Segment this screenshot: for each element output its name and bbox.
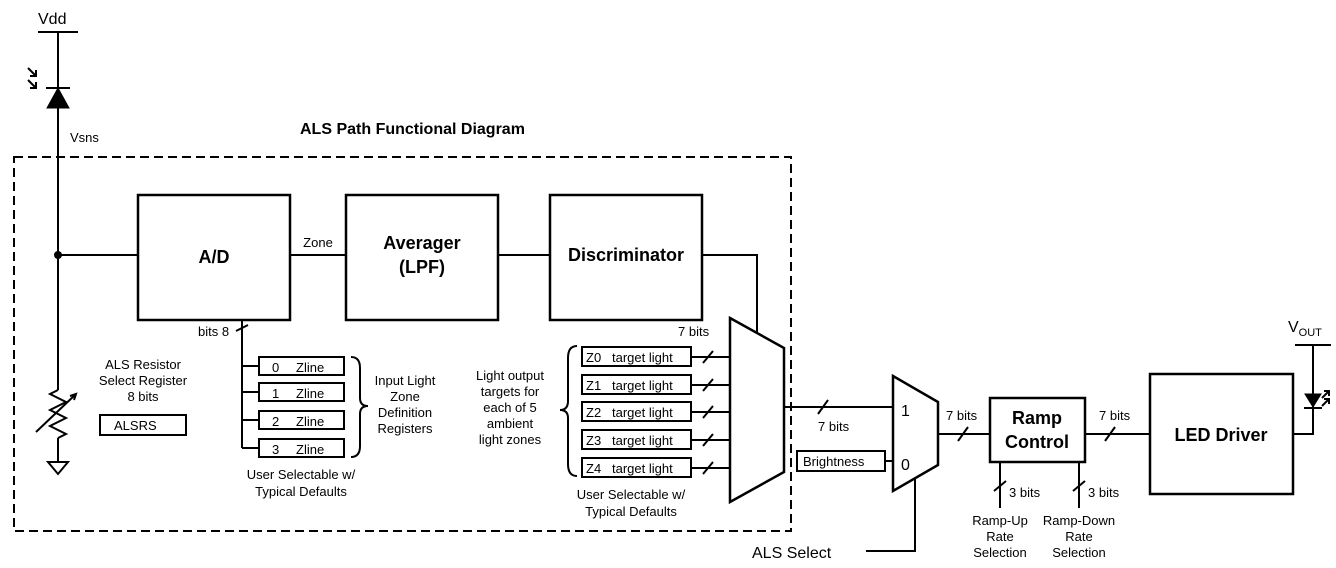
brightness-label: Brightness <box>803 454 865 469</box>
user-selectable-1-line2: Typical Defaults <box>255 484 347 499</box>
ramp-line1: Ramp <box>1012 408 1062 428</box>
ground-icon <box>45 461 71 476</box>
svg-text:Zline: Zline <box>296 414 324 429</box>
svg-text:Zline: Zline <box>296 360 324 375</box>
user-selectable-2-line2: Typical Defaults <box>585 504 677 519</box>
ramp-down-slash <box>1072 480 1086 492</box>
svg-text:Z1: Z1 <box>586 378 601 393</box>
led-driver-label: LED Driver <box>1174 425 1267 445</box>
svg-text:1: 1 <box>272 386 279 401</box>
discriminator-block <box>548 193 704 322</box>
ramp-up-slash <box>993 480 1007 492</box>
averager-line2: (LPF) <box>399 257 445 277</box>
zline-register-2: 2 Zline <box>242 410 345 430</box>
bits7-ramp-in-slash <box>957 426 969 442</box>
zline-register-3: 3 Zline <box>242 438 345 458</box>
target-register-z3: Z3 target light 3 <box>581 429 743 450</box>
vsns-label: Vsns <box>70 130 99 145</box>
discriminator-to-mux-wire <box>702 254 758 336</box>
als-resistor-line2: Select Register <box>99 373 188 388</box>
ramp-up-line2: Rate <box>986 529 1013 544</box>
svg-text:3: 3 <box>272 442 279 457</box>
mux2-input-0: 0 <box>901 457 910 474</box>
led-icon <box>1304 390 1330 409</box>
svg-text:target light: target light <box>612 350 673 365</box>
svg-text:target light: target light <box>612 461 673 476</box>
input-light-line2: Zone <box>390 389 420 404</box>
diagram-title: ALS Path Functional Diagram <box>300 121 525 138</box>
input-light-line4: Registers <box>378 421 433 436</box>
bits7-top-label: 7 bits <box>678 324 710 339</box>
svg-text:2: 2 <box>272 414 279 429</box>
zline-brace <box>350 356 369 458</box>
svg-text:Z0: Z0 <box>586 350 601 365</box>
als-select-label: ALS Select <box>752 545 832 562</box>
ramp-down-line3: Selection <box>1052 545 1105 560</box>
bits8-slash <box>235 324 249 332</box>
ramp-down-line2: Rate <box>1065 529 1092 544</box>
ramp-up-line1: Ramp-Up <box>972 513 1028 528</box>
averager-line1: Averager <box>383 233 460 253</box>
svg-text:0: 0 <box>272 360 279 375</box>
target-register-z1: Z1 target light 1 <box>581 374 743 395</box>
zline-register-0: 0 Zline <box>242 356 345 376</box>
user-selectable-1-line1: User Selectable w/ <box>247 467 356 482</box>
alsrs-label: ALSRS <box>114 418 157 433</box>
bits3-a-label: 3 bits <box>1009 485 1041 500</box>
input-light-line3: Definition <box>378 405 432 420</box>
vdd-label: Vdd <box>38 11 66 28</box>
bits7-ramp-out-slash <box>1104 426 1116 442</box>
ad-block <box>136 193 292 322</box>
user-selectable-2-line1: User Selectable w/ <box>577 487 686 502</box>
bits7-mux-slash <box>817 399 829 415</box>
averager-block <box>344 193 500 322</box>
target-register-z0: Z0 target light 0 <box>581 346 743 367</box>
svg-text:Zline: Zline <box>296 386 324 401</box>
discriminator-label: Discriminator <box>568 245 684 265</box>
bits3-b-label: 3 bits <box>1088 485 1120 500</box>
zline-register-1: 1 Zline <box>242 382 345 402</box>
ramp-line2: Control <box>1005 432 1069 452</box>
svg-text:target light: target light <box>612 433 673 448</box>
target-register-z4: Z4 target light 4 <box>581 457 743 478</box>
alsrs-register <box>99 414 187 436</box>
zone-label: Zone <box>303 235 333 250</box>
light-output-line1: Light output <box>476 368 544 383</box>
svg-text:target light: target light <box>612 405 673 420</box>
als-select-wire <box>866 479 916 552</box>
variable-resistor-icon <box>35 389 78 439</box>
photodiode-icon <box>27 67 70 109</box>
zone-mux <box>728 315 786 505</box>
input-light-line1: Input Light <box>375 373 436 388</box>
bits7-ramp-in-label: 7 bits <box>946 408 978 423</box>
light-output-line4: ambient <box>487 416 534 431</box>
mux2-input-1: 1 <box>901 403 910 420</box>
ramp-down-line1: Ramp-Down <box>1043 513 1115 528</box>
vout-label: VOUT <box>1288 319 1322 339</box>
als-resistor-line3: 8 bits <box>127 389 159 404</box>
ramp-up-line3: Selection <box>973 545 1026 560</box>
bits7-ramp-out-label: 7 bits <box>1099 408 1131 423</box>
svg-text:Zline: Zline <box>296 442 324 457</box>
output-mux <box>891 373 940 494</box>
light-output-line3: each of 5 <box>483 400 537 415</box>
als-resistor-line1: ALS Resistor <box>105 357 182 372</box>
light-output-line2: targets for <box>481 384 540 399</box>
als-path-boundary <box>13 156 792 532</box>
light-output-line5: light zones <box>479 432 542 447</box>
svg-text:Z2: Z2 <box>586 405 601 420</box>
svg-text:target light: target light <box>612 378 673 393</box>
bits7-mux-label: 7 bits <box>818 419 850 434</box>
led-output-wire <box>1293 345 1314 435</box>
bits8-label: bits 8 <box>198 324 229 339</box>
target-brace <box>559 345 578 477</box>
ramp-control-block <box>988 396 1087 464</box>
svg-text:Z4: Z4 <box>586 461 601 476</box>
svg-text:Z3: Z3 <box>586 433 601 448</box>
ad-label: A/D <box>199 247 230 267</box>
target-register-z2: Z2 target light 2 <box>581 401 743 422</box>
